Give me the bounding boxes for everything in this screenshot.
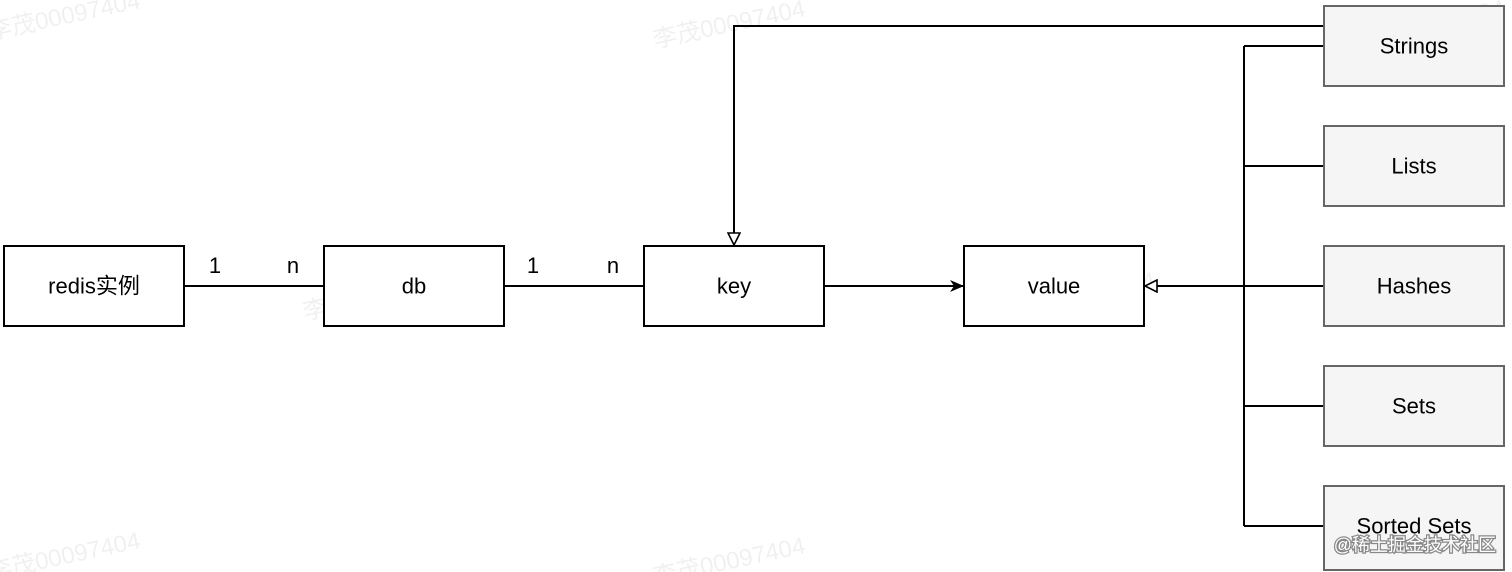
node-db-box: [323, 245, 505, 327]
node-redis-box: [3, 245, 185, 327]
node-key-label: key: [717, 274, 751, 299]
node-value-box: [963, 245, 1145, 327]
node-key-box: [643, 245, 825, 327]
node-value-label: value: [1028, 274, 1081, 299]
node-db: db: [323, 245, 505, 327]
node-value: value: [963, 245, 1145, 327]
node-type-strings-box: [1323, 5, 1505, 87]
node-type-sets: Sets: [1323, 365, 1505, 447]
node-type-sorted-sets: Sorted Sets: [1323, 485, 1505, 571]
node-type-hashes: Hashes: [1323, 245, 1505, 327]
node-type-hashes-label: Hashes: [1377, 274, 1452, 299]
node-type-strings-label: Strings: [1380, 34, 1448, 59]
node-type-sorted-sets-label: Sorted Sets: [1357, 514, 1472, 539]
node-type-lists-label: Lists: [1391, 154, 1436, 179]
watermark: 李茂00097404: [0, 527, 143, 572]
node-type-sets-box: [1323, 365, 1505, 447]
connectors: [184, 25, 1324, 527]
node-redis: redis实例: [3, 245, 185, 327]
site-credit: @稀土掘金技术社区: [1334, 535, 1496, 555]
node-type-lists: Lists: [1323, 125, 1505, 207]
node-db-label: db: [402, 274, 426, 299]
node-type-sets-label: Sets: [1392, 394, 1436, 419]
multiplicity-db-key-one: 1: [527, 253, 539, 278]
node-type-strings: Strings: [1323, 5, 1505, 87]
node-redis-label: redis实例: [48, 274, 140, 299]
multiplicity-redis-db-one: 1: [209, 253, 221, 278]
edge-strings-key: [734, 25, 1324, 245]
watermark: 李茂00097404: [0, 0, 143, 46]
node-key: key: [643, 245, 825, 327]
node-type-lists-box: [1323, 125, 1505, 207]
multiplicity-redis-db-many: n: [287, 253, 299, 278]
node-type-sorted-sets-box: [1323, 485, 1505, 571]
multiplicity-db-key-many: n: [607, 253, 619, 278]
node-type-hashes-box: [1323, 245, 1505, 327]
watermark: 李茂00097404: [651, 532, 808, 572]
